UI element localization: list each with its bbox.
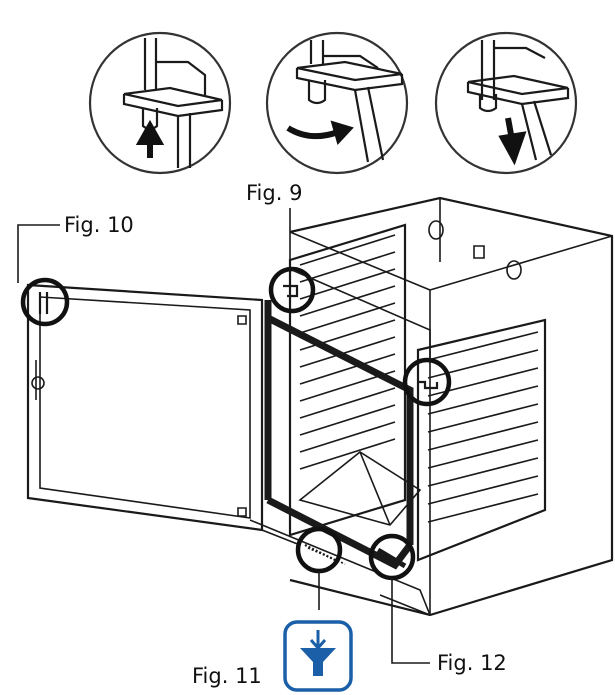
- fig10-leader: [17, 224, 60, 283]
- step-2-detail: [265, 31, 409, 175]
- open-door: [26, 283, 264, 532]
- arrow-rotate-icon: [286, 125, 340, 140]
- step-1-detail: [88, 31, 232, 175]
- door-gasket-frame: [264, 300, 414, 570]
- arrow-up-icon: [135, 119, 165, 158]
- fig9-leader: [289, 208, 431, 360]
- left-rack: [288, 223, 407, 537]
- oven-floor: [298, 451, 422, 526]
- arrow-down-icon: [498, 117, 527, 166]
- fig9-top-ring: [268, 266, 316, 314]
- fig12-label: Fig. 12: [437, 651, 507, 675]
- fig10-ring: [20, 277, 70, 327]
- fig12-leader: [391, 578, 430, 664]
- right-rack: [416, 318, 547, 562]
- foot-adjust-icon: [283, 620, 353, 692]
- fig9-label: Fig. 9: [246, 181, 302, 205]
- fig9-right-ring: [402, 357, 452, 407]
- fig11-ring: [295, 526, 343, 574]
- step-3-detail: [434, 31, 578, 175]
- fig11-label: Fig. 11: [192, 664, 262, 688]
- fig10-label: Fig. 10: [64, 213, 134, 237]
